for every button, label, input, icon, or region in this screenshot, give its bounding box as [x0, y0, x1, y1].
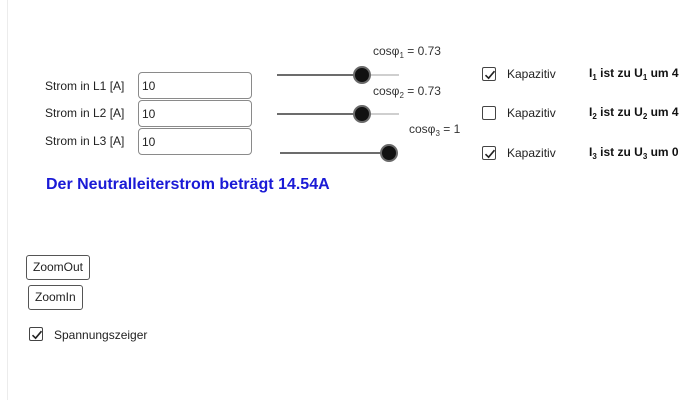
slider-knob[interactable]: [352, 105, 371, 123]
phase-text-2: I2 ist zu U2 um 4: [589, 105, 679, 121]
strom-l2-input[interactable]: [138, 100, 252, 127]
zoom-out-button[interactable]: ZoomOut: [26, 255, 91, 280]
cosphi2-caption: cosφ2 = 0.73: [373, 84, 441, 100]
kapazitiv2-label: Kapazitiv: [507, 106, 556, 120]
kapazitiv3-label: Kapazitiv: [507, 146, 556, 160]
neutral-current-result: Der Neutralleiterstrom beträgt 14.54A: [46, 176, 330, 193]
kapazitiv1-label: Kapazitiv: [507, 67, 556, 81]
cosphi3-slider[interactable]: [280, 143, 398, 163]
slider-knob[interactable]: [352, 66, 371, 84]
slider-fill: [277, 74, 362, 76]
slider-knob[interactable]: [380, 144, 398, 162]
cosphi1-caption: cosφ1 = 0.73: [373, 44, 441, 60]
slider-fill: [280, 152, 389, 154]
checkmark-icon: [484, 70, 496, 80]
checkmark-icon: [484, 149, 496, 159]
spannungszeiger-checkbox[interactable]: [29, 327, 43, 341]
kapazitiv3-checkbox[interactable]: [482, 146, 496, 160]
spannungszeiger-label: Spannungszeiger: [54, 328, 148, 342]
kapazitiv2-checkbox[interactable]: [482, 106, 496, 120]
phase-text-1: I1 ist zu U1 um 4: [589, 66, 679, 82]
strom-l3-label: Strom in L3 [A]: [45, 134, 125, 148]
strom-l2-label: Strom in L2 [A]: [45, 106, 125, 120]
strom-l1-input[interactable]: [138, 72, 252, 99]
left-border: [7, 0, 8, 400]
slider-fill: [277, 113, 362, 115]
cosphi3-caption: cosφ3 = 1: [409, 122, 461, 138]
checkmark-icon: [31, 330, 43, 340]
phase-text-3: I3 ist zu U3 um 0: [589, 145, 679, 161]
kapazitiv1-checkbox[interactable]: [482, 67, 496, 81]
strom-l3-input[interactable]: [138, 128, 252, 155]
zoom-in-button[interactable]: ZoomIn: [28, 285, 83, 310]
strom-l1-label: Strom in L1 [A]: [45, 79, 125, 93]
cosphi2-slider[interactable]: [277, 104, 399, 124]
cosphi1-slider[interactable]: [277, 65, 399, 85]
